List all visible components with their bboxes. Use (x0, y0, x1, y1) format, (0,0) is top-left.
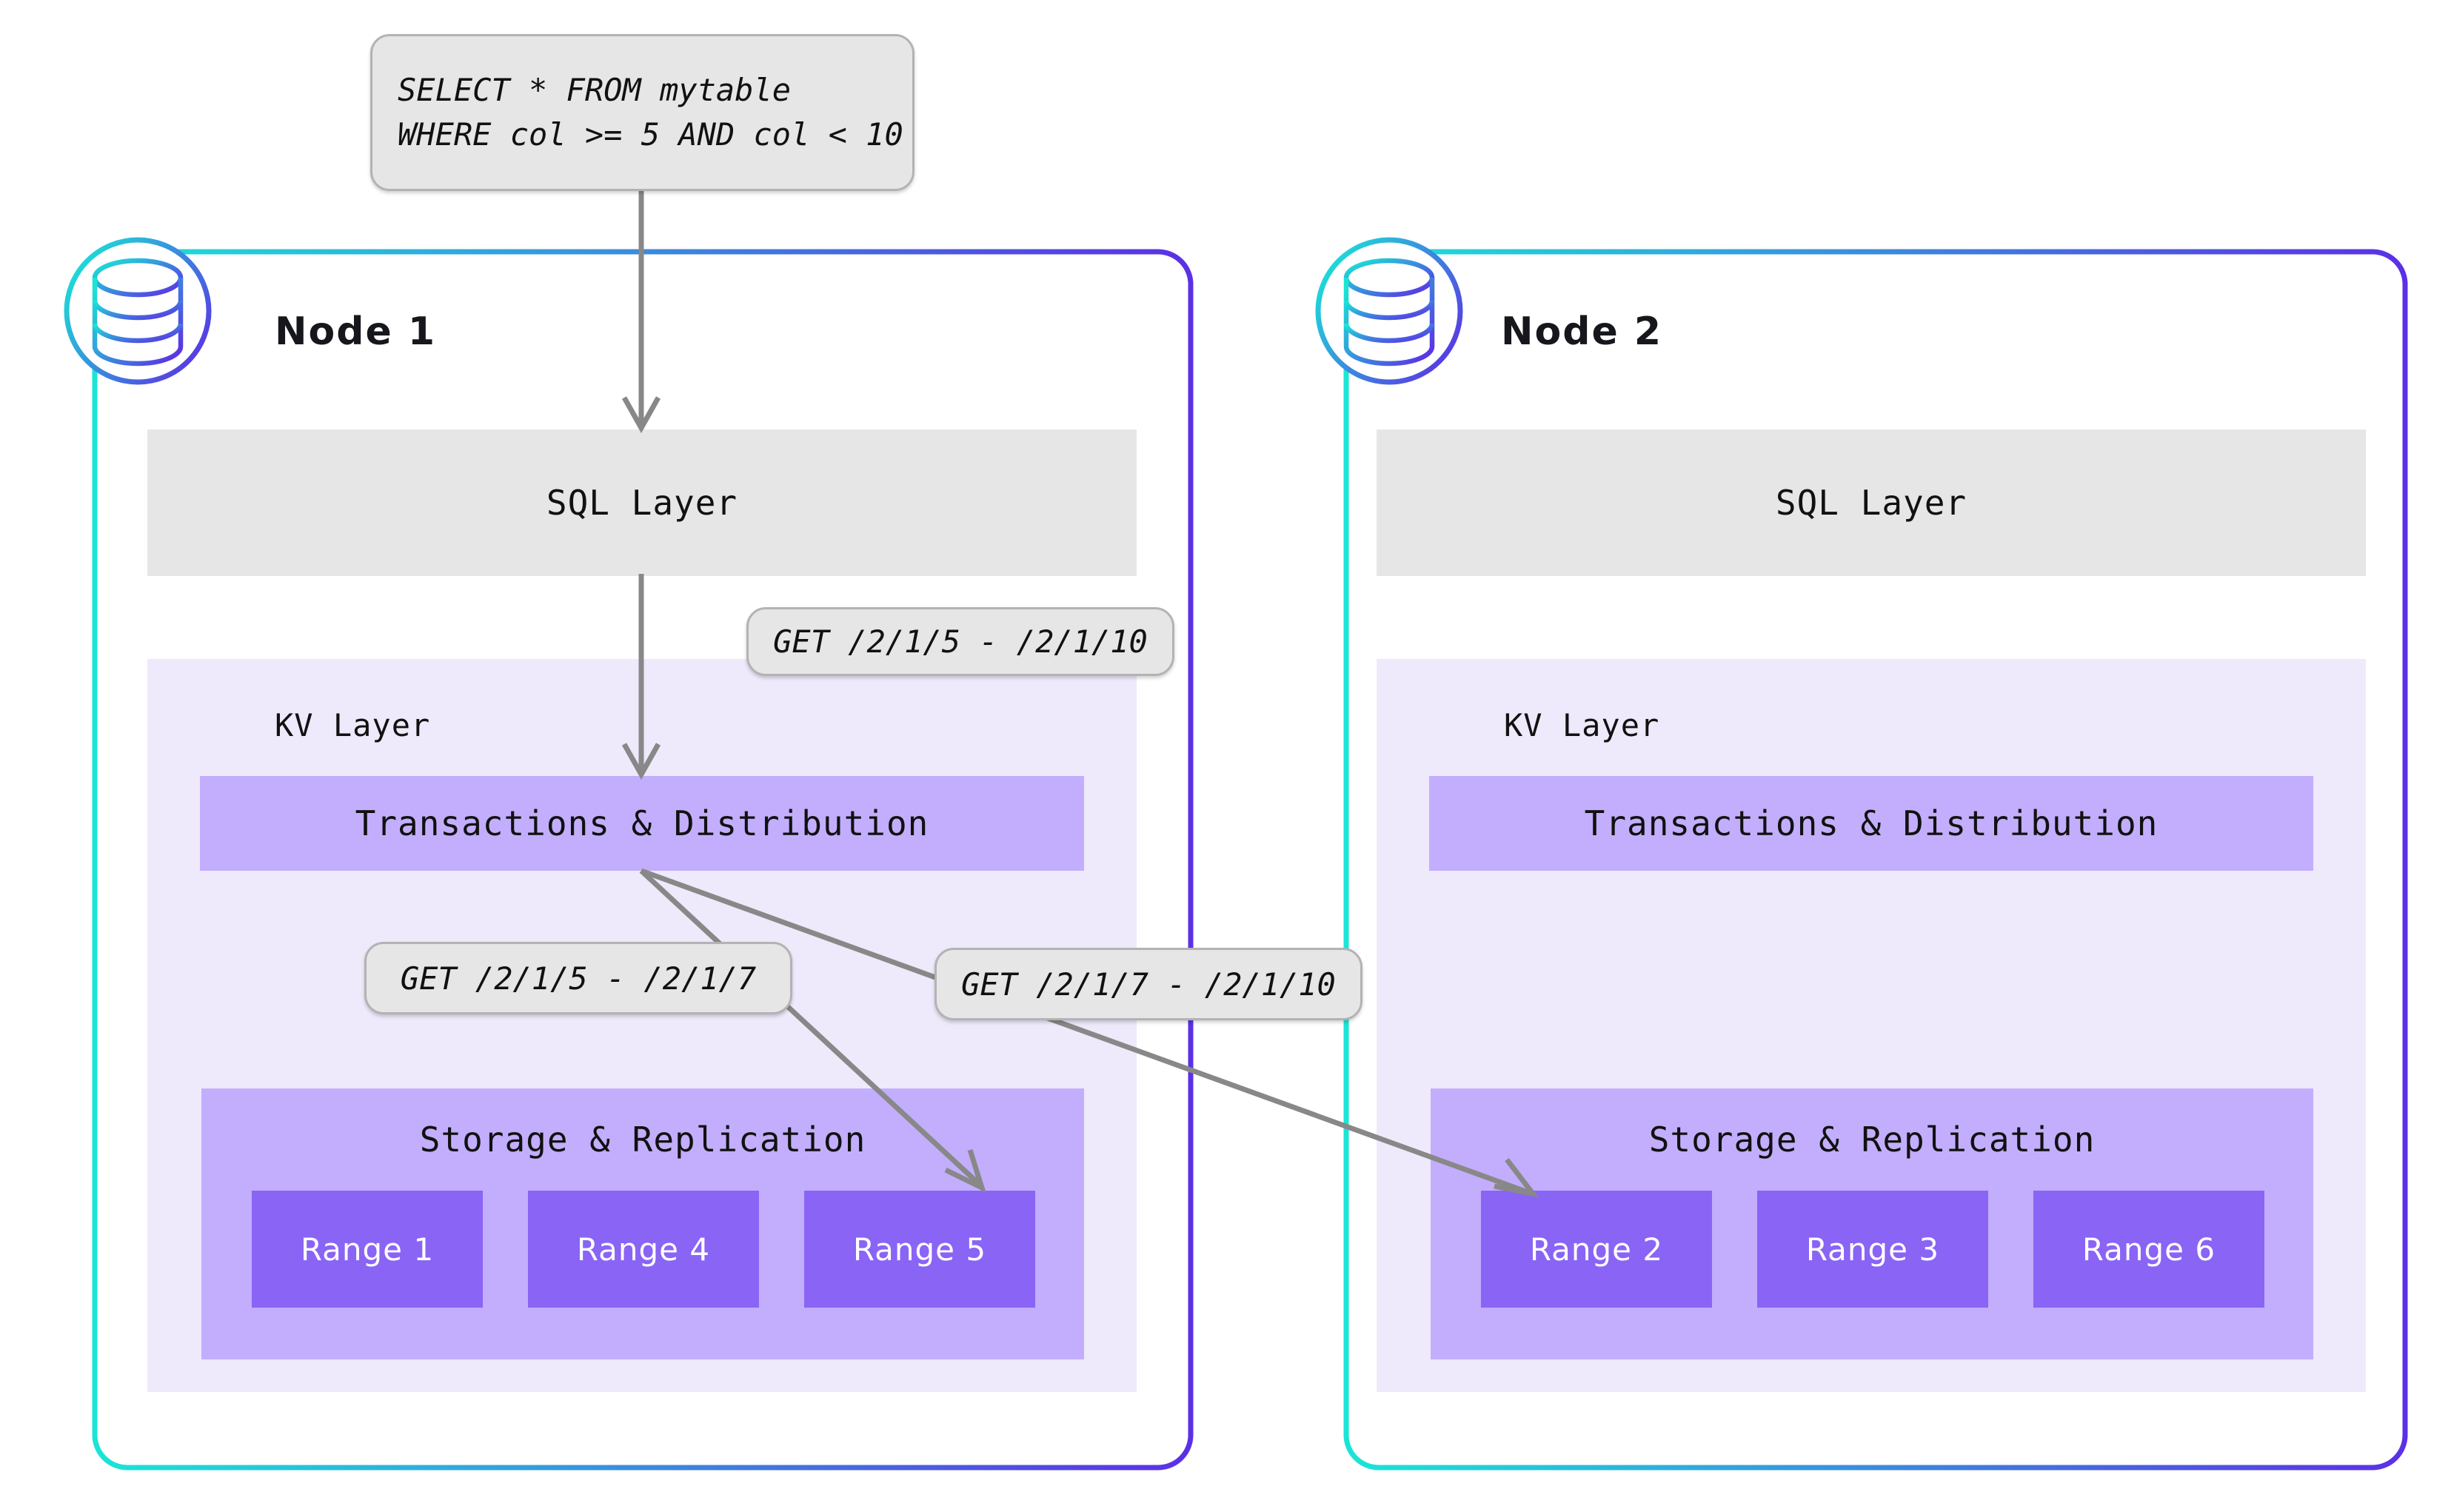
node-1-kv-layer-label: KV Layer (275, 707, 431, 743)
node-2-database-icon (1315, 237, 1463, 385)
node-1-database-icon (64, 237, 212, 385)
node-1-title: Node 1 (275, 310, 437, 354)
callout-kv-request: GET /2/1/5 - /2/1/10 (746, 607, 1174, 676)
node-1-storage-title: Storage & Replication (419, 1120, 866, 1160)
node-1-range-box-2[interactable]: Range 4 (528, 1191, 759, 1308)
node-1-sql-layer: SQL Layer (147, 429, 1137, 576)
node-1-range-box-3[interactable]: Range 5 (804, 1191, 1035, 1308)
sql-query-bubble: SELECT * FROM mytable WHERE col >= 5 AND… (370, 34, 914, 191)
node-2-title: Node 2 (1501, 310, 1663, 354)
sql-query-line-1: SELECT * FROM mytable (398, 72, 792, 109)
node-2-sql-layer: SQL Layer (1377, 429, 2366, 576)
node-2-range-box-1[interactable]: Range 2 (1481, 1191, 1712, 1308)
node-1-range-box-1[interactable]: Range 1 (252, 1191, 483, 1308)
node-2-range-box-3[interactable]: Range 6 (2033, 1191, 2264, 1308)
callout-range2-request: GET /2/1/7 - /2/1/10 (934, 948, 1362, 1020)
node-2-storage-title: Storage & Replication (1648, 1120, 2096, 1160)
sql-query-line-2: WHERE col >= 5 AND col < 10 (398, 116, 903, 153)
callout-range5-request: GET /2/1/5 - /2/1/7 (364, 942, 792, 1014)
node-2-kv-layer-label: KV Layer (1504, 707, 1660, 743)
node-2-transactions-bar: Transactions & Distribution (1429, 776, 2313, 871)
node-2-range-box-2[interactable]: Range 3 (1757, 1191, 1988, 1308)
node-1-transactions-bar: Transactions & Distribution (200, 776, 1084, 871)
